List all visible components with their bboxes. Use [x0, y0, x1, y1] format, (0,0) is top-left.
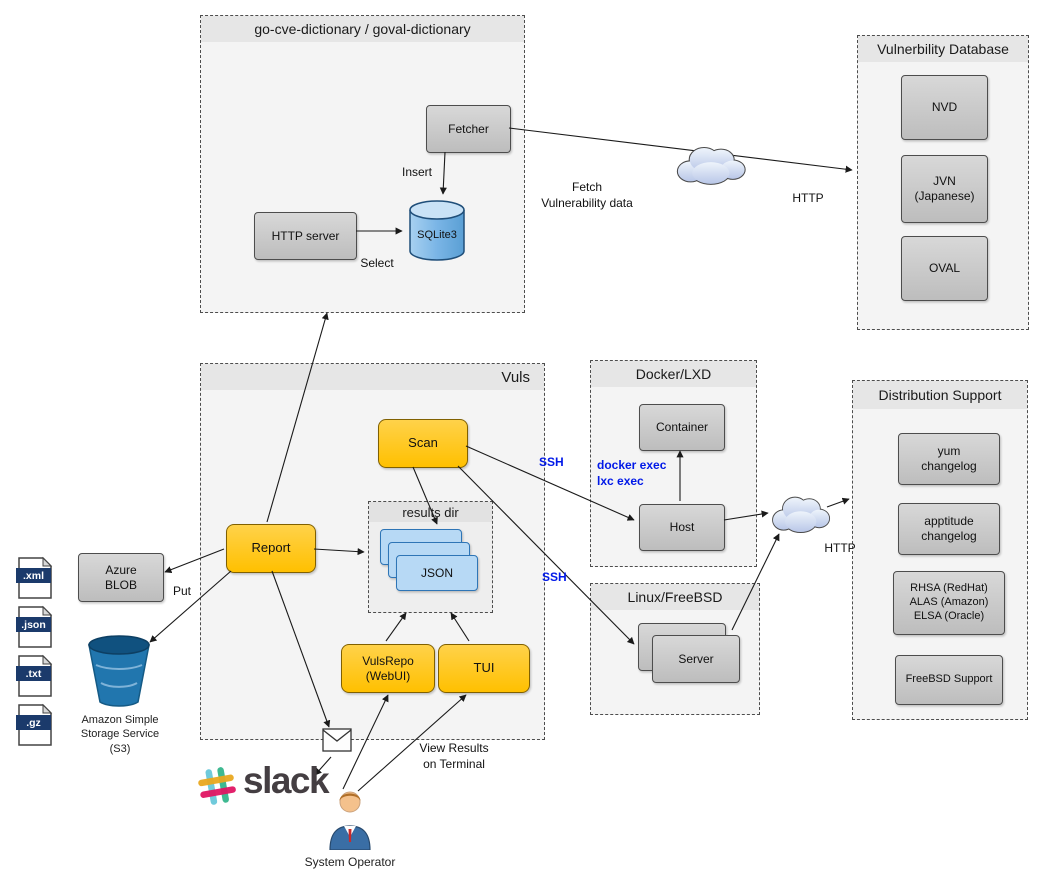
- edge-tui-resultsdir: [450, 612, 470, 642]
- insert-edge-label: Insert: [401, 165, 432, 179]
- file-icon: [16, 703, 53, 746]
- cloud-icon: [772, 496, 831, 533]
- system-operator-caption: System Operator: [304, 855, 396, 869]
- report-node: Report: [226, 524, 316, 573]
- vuls-group-title: Vuls: [201, 364, 544, 390]
- go-cve-group-title: go-cve-dictionary / goval-dictionary: [201, 16, 524, 42]
- file-icon: [16, 654, 53, 697]
- rhsa-alas-elsa-node: RHSA (RedHat) ALAS (Amazon) ELSA (Oracle…: [893, 571, 1005, 635]
- file-label-xml: .xml: [22, 570, 44, 582]
- ssh-docker-label: SSH: [539, 455, 564, 469]
- go-cve-dictionary-group: go-cve-dictionary / goval-dictionary Fet…: [200, 15, 525, 313]
- json-file-front: JSON: [396, 555, 478, 591]
- vulnerability-database-title: Vulnerbility Database: [858, 36, 1028, 62]
- slack-wordmark: slack: [243, 760, 330, 801]
- server-node: Server: [652, 635, 740, 683]
- file-icon-gz: .gz: [13, 703, 57, 747]
- http-fetch-label: HTTP: [792, 191, 824, 205]
- linux-freebsd-title: Linux/FreeBSD: [591, 584, 759, 610]
- sqlite-label: SQLite3: [417, 229, 457, 241]
- file-icon: [16, 605, 53, 648]
- nvd-node: NVD: [901, 75, 988, 140]
- oval-node: OVAL: [901, 236, 988, 301]
- tui-node: TUI: [438, 644, 530, 693]
- linux-freebsd-group: Linux/FreeBSD Server: [590, 583, 760, 715]
- select-edge-label: Select: [360, 256, 394, 270]
- vulnerability-database-group: Vulnerbility Database NVD JVN (Japanese)…: [857, 35, 1029, 330]
- vulsrepo-node: VulsRepo (WebUI): [341, 644, 435, 693]
- container-node: Container: [639, 404, 725, 451]
- s3-caption: Amazon Simple Storage Service (S3): [80, 714, 160, 755]
- view-results-label: View Results on Terminal: [419, 741, 489, 771]
- file-icon-xml: .xml: [13, 556, 57, 600]
- file-icon-json: .json: [13, 605, 57, 649]
- edge-server-cloud: [731, 533, 780, 631]
- edge-envelope-slack: [314, 756, 332, 776]
- edge-report-s3: [149, 570, 232, 643]
- s3-bucket-icon: [88, 635, 150, 707]
- docker-lxd-group: Docker/LXD Container Host: [590, 360, 757, 567]
- edge-operator-tui: [357, 694, 467, 792]
- distribution-support-group: Distribution Support yum changelog appti…: [852, 380, 1028, 720]
- cloud-icon: [676, 146, 746, 185]
- file-label-json: .json: [21, 619, 46, 631]
- jvn-node: JVN (Japanese): [901, 155, 988, 223]
- docker-exec-label: docker exec lxc exec: [597, 458, 667, 488]
- fetcher-node: Fetcher: [426, 105, 511, 153]
- edge-vulsrepo-resultsdir: [385, 612, 407, 642]
- results-dir-group: results dir JSON: [368, 501, 493, 613]
- edge-scan-resultsdir: [412, 466, 438, 525]
- file-label-gz: .gz: [26, 717, 41, 729]
- yum-changelog-node: yum changelog: [898, 433, 1000, 485]
- put-edge-label: Put: [172, 584, 191, 598]
- edge-host-cloud: [723, 510, 769, 521]
- host-node: Host: [639, 504, 725, 551]
- http-dist-label: HTTP: [824, 541, 856, 555]
- file-label-txt: .txt: [25, 668, 42, 680]
- edge-report-gocve: [266, 312, 329, 523]
- edge-scan-server: [457, 465, 635, 645]
- file-icon-txt: .txt: [13, 654, 57, 698]
- freebsd-support-node: FreeBSD Support: [895, 655, 1003, 705]
- azure-blob-node: Azure BLOB: [78, 553, 164, 602]
- scan-node: Scan: [378, 419, 468, 468]
- fetch-vulnerability-label: Fetch Vulnerability data: [541, 180, 633, 210]
- file-icon: [16, 556, 53, 599]
- ssh-linux-label: SSH: [542, 570, 567, 584]
- edge-report-resultsdir: [313, 548, 365, 556]
- docker-lxd-title: Docker/LXD: [591, 361, 756, 387]
- results-dir-title: results dir: [369, 502, 492, 522]
- edge-fetcher-vulndb: [508, 127, 853, 173]
- sqlite-cylinder-icon: [409, 200, 465, 261]
- edge-fetcher-sqlite: [439, 151, 447, 195]
- edge-cloud-dist: [826, 497, 850, 508]
- http-server-node: HTTP server: [254, 212, 357, 260]
- vuls-group: Vuls Scan Report VulsRepo (WebUI) TUI re…: [200, 363, 545, 740]
- system-operator-icon: [329, 791, 371, 850]
- distribution-support-title: Distribution Support: [853, 381, 1027, 409]
- edge-scan-host: [465, 445, 635, 521]
- apptitude-changelog-node: apptitude changelog: [898, 503, 1000, 555]
- envelope-icon: [322, 728, 352, 752]
- slack-hash-icon: [198, 767, 236, 805]
- edge-report-envelope: [271, 570, 331, 728]
- edge-report-azure: [164, 548, 225, 573]
- edge-operator-vulsrepo: [342, 694, 389, 790]
